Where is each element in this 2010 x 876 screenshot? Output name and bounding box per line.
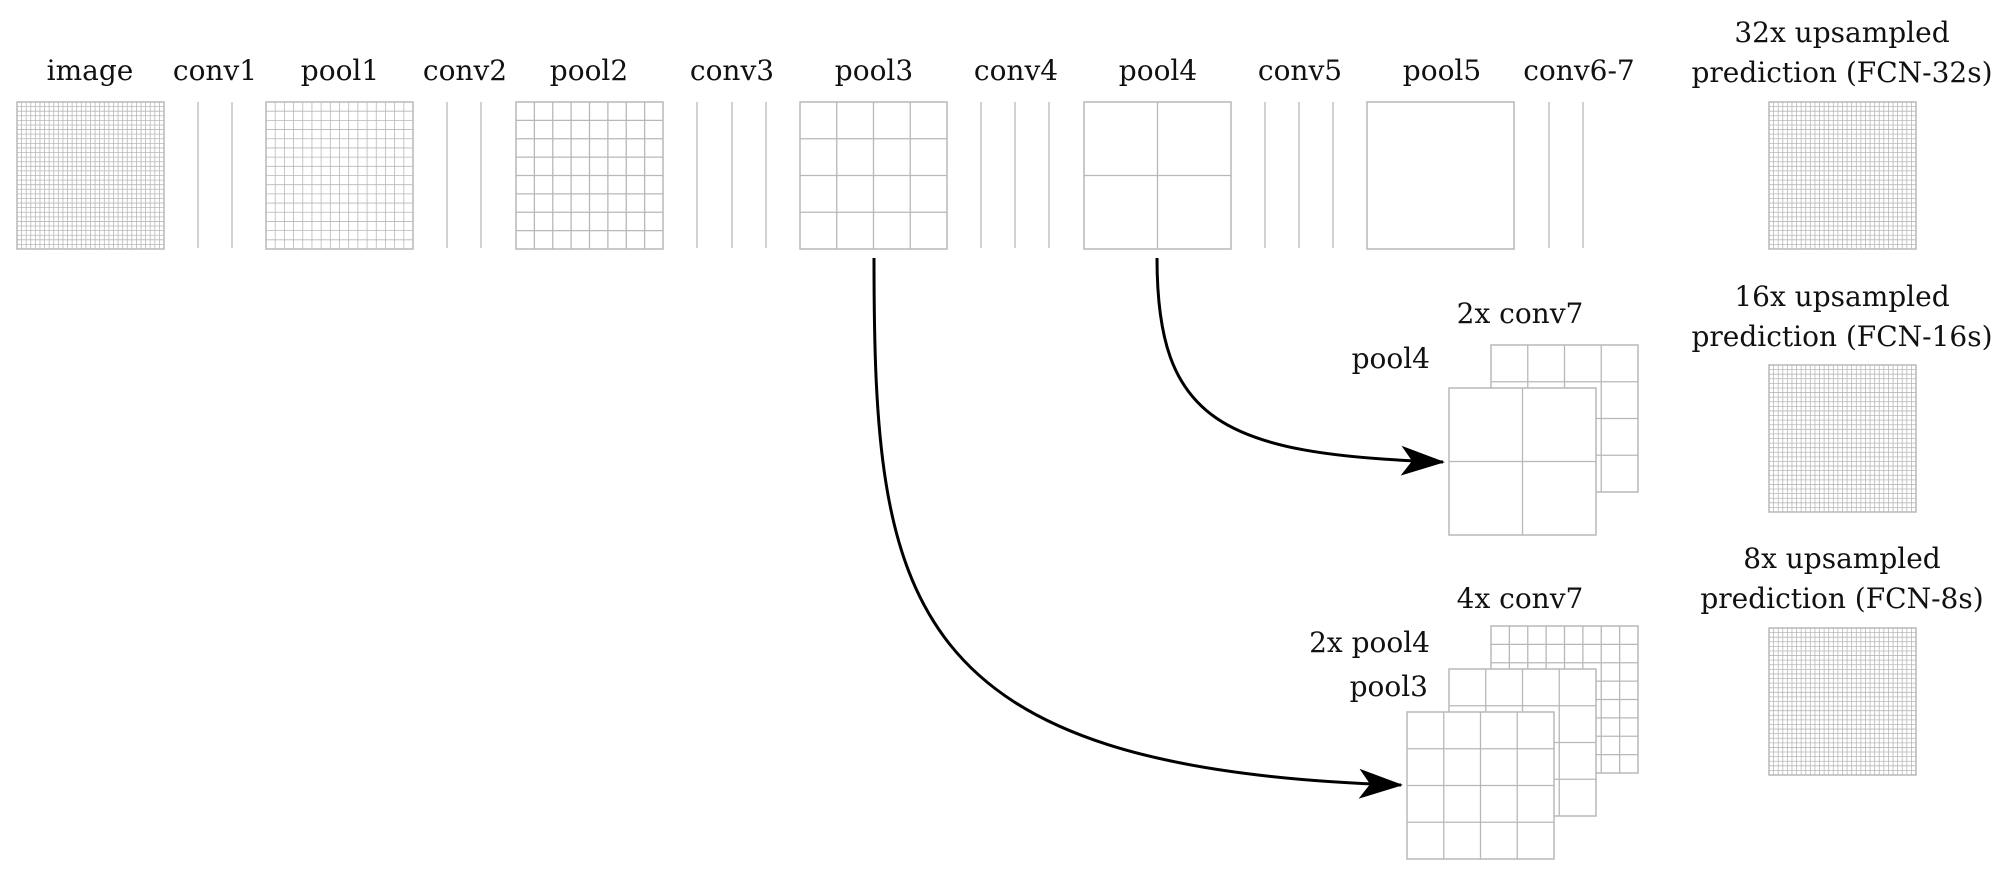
image-grid — [16, 101, 165, 250]
pred16-grid — [1768, 364, 1917, 513]
skip-arrow-pool3 — [872, 257, 1403, 799]
conv1-lines — [197, 102, 233, 248]
conv6-7-lines — [1548, 102, 1584, 248]
label-row2-conv7: 2x conv7 — [1457, 297, 1584, 330]
label-pred32-line1: 32x upsampled — [1734, 16, 1949, 49]
pool3-grid — [799, 101, 948, 250]
label-row3-pool3: pool3 — [1350, 670, 1428, 703]
label-pool2: pool2 — [550, 54, 628, 87]
label-conv3: conv3 — [690, 54, 774, 87]
label-pool5: pool5 — [1403, 54, 1481, 87]
label-conv6-7: conv6-7 — [1523, 54, 1634, 87]
conv4-lines — [980, 102, 1050, 248]
label-pool3: pool3 — [835, 54, 913, 87]
pred32-grid — [1768, 101, 1917, 250]
label-row3-conv7: 4x conv7 — [1457, 582, 1584, 615]
skip-arrow-pool4 — [1155, 257, 1445, 476]
pred8-grid — [1768, 627, 1917, 776]
label-conv5: conv5 — [1258, 54, 1342, 87]
pool4-grid — [1083, 101, 1232, 250]
label-image: image — [47, 54, 134, 87]
row2-pool4-grid — [1448, 387, 1597, 536]
label-row3-pool4: 2x pool4 — [1309, 626, 1430, 659]
label-conv1: conv1 — [173, 54, 257, 87]
label-pred32-line2: prediction (FCN-32s) — [1691, 56, 1992, 89]
label-pool4: pool4 — [1119, 54, 1197, 87]
pool2-grid — [515, 101, 664, 250]
label-pred16-line2: prediction (FCN-16s) — [1691, 320, 1992, 353]
label-pred8-line1: 8x upsampled — [1743, 542, 1941, 575]
pool5-grid — [1366, 101, 1515, 250]
conv2-lines — [446, 102, 482, 248]
conv3-lines — [696, 102, 767, 248]
label-conv2: conv2 — [423, 54, 507, 87]
conv5-lines — [1264, 102, 1334, 248]
label-pred8-line2: prediction (FCN-8s) — [1700, 582, 1983, 615]
pool1-grid — [265, 101, 414, 250]
grid-frame — [1366, 101, 1515, 250]
label-pred16-line1: 16x upsampled — [1734, 280, 1949, 313]
label-row2-pool4: pool4 — [1352, 342, 1430, 375]
label-conv4: conv4 — [974, 54, 1058, 87]
label-pool1: pool1 — [301, 54, 379, 87]
row3-pool3-grid — [1406, 711, 1555, 860]
